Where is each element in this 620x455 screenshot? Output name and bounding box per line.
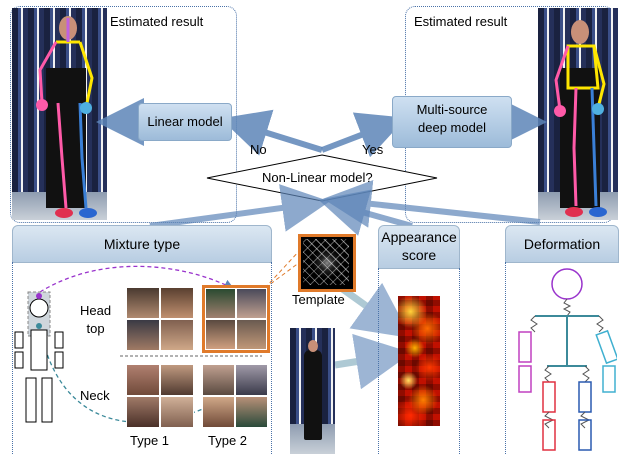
deformation-spring-model <box>518 268 617 451</box>
deformation-header: Deformation <box>505 225 619 263</box>
multi-source-deep-model-box: Multi-source deep model <box>392 96 512 148</box>
type2-label: Type 2 <box>208 433 248 448</box>
deep-model-label: deep model <box>418 120 486 135</box>
linear-model-label: Linear model <box>147 114 223 129</box>
head-top-label: Head top <box>80 302 111 338</box>
deformation-label: Deformation <box>523 236 601 252</box>
decision-label: Non-Linear model? <box>262 170 373 185</box>
left-result-photo <box>12 8 107 220</box>
type1-label: Type 1 <box>130 433 170 448</box>
neck-type1-faces <box>126 364 194 428</box>
neck-type2-faces <box>202 364 268 428</box>
no-label: No <box>250 142 267 157</box>
mixture-type-header: Mixture type <box>12 225 272 263</box>
left-skeleton <box>36 16 97 218</box>
template-hog-pattern <box>303 239 349 285</box>
appearance-score-header: Appearance score <box>378 225 460 269</box>
mixture-type-label: Mixture type <box>103 236 181 252</box>
appearance-score-heatmap <box>398 296 440 426</box>
head-top-type2-faces <box>202 285 270 353</box>
template-label: Template <box>292 292 345 307</box>
input-image <box>290 328 335 454</box>
score-label: score <box>401 247 437 263</box>
head-label: Head <box>80 303 112 318</box>
head-top-type1-faces <box>126 287 194 351</box>
right-result-photo <box>538 8 618 220</box>
yes-label: Yes <box>362 142 384 157</box>
part-model-diagram <box>14 291 64 423</box>
right-skeleton <box>554 20 607 217</box>
right-estimated-result-label: Estimated result <box>414 14 508 29</box>
deformation-panel <box>505 262 618 454</box>
top-label: top <box>86 321 105 336</box>
appearance-label: Appearance <box>381 229 457 245</box>
appearance-score-panel <box>378 268 460 454</box>
multi-source-label: Multi-source <box>416 102 488 117</box>
linear-model-box: Linear model <box>138 103 232 141</box>
left-estimated-result-label: Estimated result <box>110 14 204 29</box>
mixture-type-panel <box>12 262 272 454</box>
neck-label: Neck <box>80 388 110 403</box>
